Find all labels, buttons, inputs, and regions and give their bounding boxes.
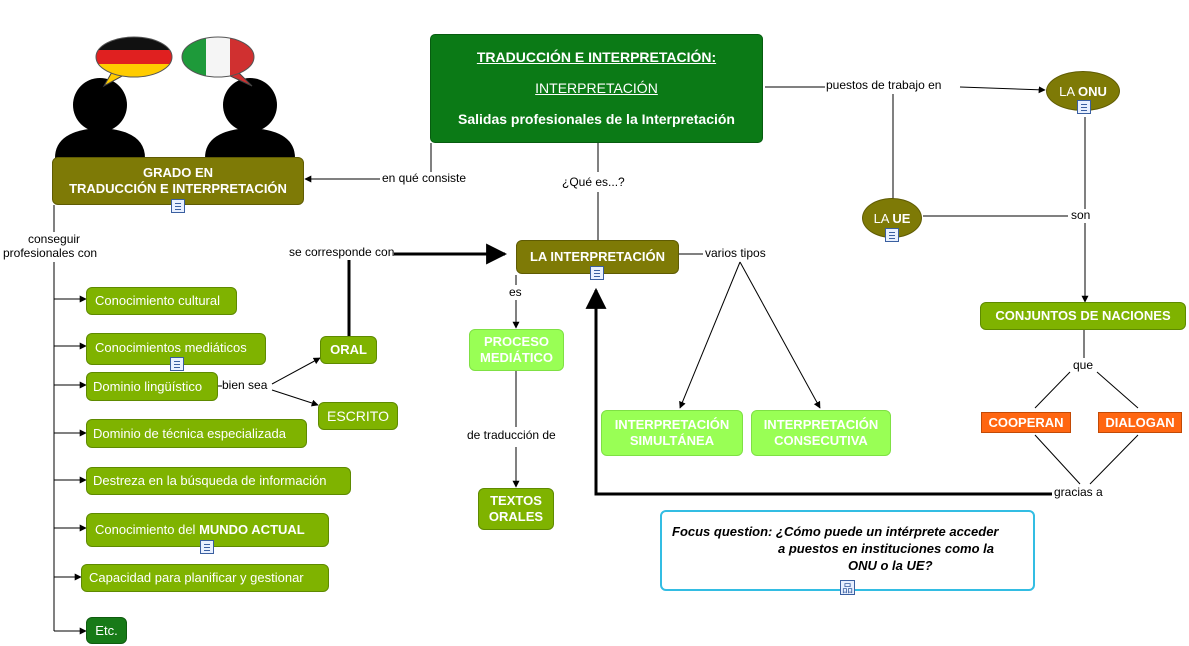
main-subtitle: INTERPRETACIÓN (535, 80, 658, 97)
link-label: gracias a (1054, 485, 1103, 500)
simultanea-node[interactable]: INTERPRETACIÓN SIMULTÁNEA (601, 410, 743, 456)
skill-label: Etc. (95, 622, 118, 638)
skill-node[interactable]: Dominio lingüístico (86, 372, 218, 401)
ue-bold: UE (892, 210, 911, 226)
german-flag-bubble-icon (95, 36, 173, 88)
grado-line2: TRADUCCIÓN E INTERPRETACIÓN (69, 181, 287, 196)
concept-map-icon[interactable] (840, 580, 855, 596)
cooperan-node[interactable]: COOPERAN (981, 412, 1071, 433)
link-label: son (1071, 208, 1091, 223)
link-label: en qué consiste (382, 171, 467, 186)
resource-document-icon[interactable] (885, 228, 899, 242)
simultanea-line1: INTERPRETACIÓN (614, 417, 730, 433)
textos-node[interactable]: TEXTOS ORALES (478, 488, 554, 530)
onu-prefix: LA (1059, 83, 1078, 99)
person-icon (55, 78, 145, 158)
oral-node[interactable]: ORAL (320, 336, 377, 364)
simultanea-line2: SIMULTÁNEA (629, 433, 715, 448)
onu-bold: ONU (1077, 83, 1107, 99)
focus-line2: a puestos en instituciones como la (778, 540, 994, 556)
main-topic-node[interactable]: TRADUCCIÓN E INTERPRETACIÓN: INTERPRETAC… (430, 34, 763, 143)
grado-line1: GRADO EN (142, 165, 214, 181)
skill-node[interactable]: Capacidad para planificar y gestionar (81, 564, 329, 592)
link-label: que (1073, 358, 1094, 373)
oral-label: ORAL (330, 342, 367, 358)
skill-node[interactable]: Etc. (86, 617, 127, 644)
resource-document-icon[interactable] (170, 357, 184, 371)
interpretacion-node[interactable]: LA INTERPRETACIÓN (516, 240, 679, 274)
skill-label: Conocimientos mediáticos (95, 340, 247, 355)
link-label: puestos de trabajo en (826, 78, 942, 93)
italian-flag-bubble-icon (181, 36, 255, 87)
proceso-line1: PROCESO (483, 334, 549, 350)
link-label: bien sea (222, 378, 268, 393)
escrito-label: ESCRITO (327, 407, 389, 424)
skill-label: Dominio lingüístico (93, 378, 203, 394)
consecutiva-line1: INTERPRETACIÓN (763, 417, 879, 433)
proceso-node[interactable]: PROCESO MEDIÁTICO (469, 329, 564, 371)
dialogan-node[interactable]: DIALOGAN (1098, 412, 1182, 433)
consecutiva-line2: CONSECUTIVA (774, 433, 868, 448)
skill-label: Capacidad para planificar y gestionar (89, 570, 304, 586)
escrito-node[interactable]: ESCRITO (318, 402, 398, 430)
focus-line1: Focus question: ¿Cómo puede un intérpret… (672, 524, 999, 539)
ue-prefix: LA (873, 210, 893, 226)
resource-document-icon[interactable] (171, 199, 185, 213)
resource-document-icon[interactable] (200, 540, 214, 554)
link-label: es (509, 285, 522, 300)
skill-node[interactable]: Destreza en la búsqueda de información (86, 467, 351, 495)
grado-node[interactable]: GRADO EN TRADUCCIÓN E INTERPRETACIÓN (52, 157, 304, 205)
person-icon (205, 78, 295, 158)
skill-label-wrap: Conocimiento del MUNDO ACTUAL (95, 522, 305, 538)
resource-document-icon[interactable] (1077, 100, 1091, 114)
skill-label: Dominio de técnica especializada (93, 425, 286, 441)
cooperan-label: COOPERAN (988, 414, 1064, 430)
link-label: se corresponde con (289, 245, 395, 260)
main-title: TRADUCCIÓN E INTERPRETACIÓN: (476, 49, 717, 66)
conjuntos-label: CONJUNTOS DE NACIONES (995, 308, 1171, 324)
link-label: conseguir (28, 232, 81, 247)
textos-line1: TEXTOS (490, 493, 542, 509)
consecutiva-node[interactable]: INTERPRETACIÓN CONSECUTIVA (751, 410, 891, 456)
textos-line2: ORALES (488, 509, 544, 524)
main-tagline: Salidas profesionales de la Interpretaci… (458, 110, 735, 127)
skill-node[interactable]: Conocimiento cultural (86, 287, 237, 315)
dialogan-label: DIALOGAN (1105, 414, 1175, 430)
link-label: varios tipos (705, 246, 766, 261)
skill-label-bold: MUNDO ACTUAL (199, 522, 305, 537)
link-label: ¿Qué es...? (562, 175, 625, 190)
skill-node[interactable]: Dominio de técnica especializada (86, 419, 307, 448)
link-label: profesionales con (3, 246, 98, 261)
link-label: de traducción de (467, 428, 556, 443)
skill-label: Conocimiento del (95, 522, 200, 537)
skill-label: Conocimiento cultural (95, 293, 221, 309)
interpretacion-label: LA INTERPRETACIÓN (529, 249, 666, 265)
focus-line3: ONU o la UE? (848, 557, 933, 573)
skill-label: Destreza en la búsqueda de información (93, 473, 327, 489)
focus-question-box[interactable]: Focus question: ¿Cómo puede un intérpret… (660, 510, 1035, 591)
resource-document-icon[interactable] (590, 266, 604, 280)
proceso-line2: MEDIÁTICO (480, 350, 553, 365)
conjuntos-node[interactable]: CONJUNTOS DE NACIONES (980, 302, 1186, 330)
